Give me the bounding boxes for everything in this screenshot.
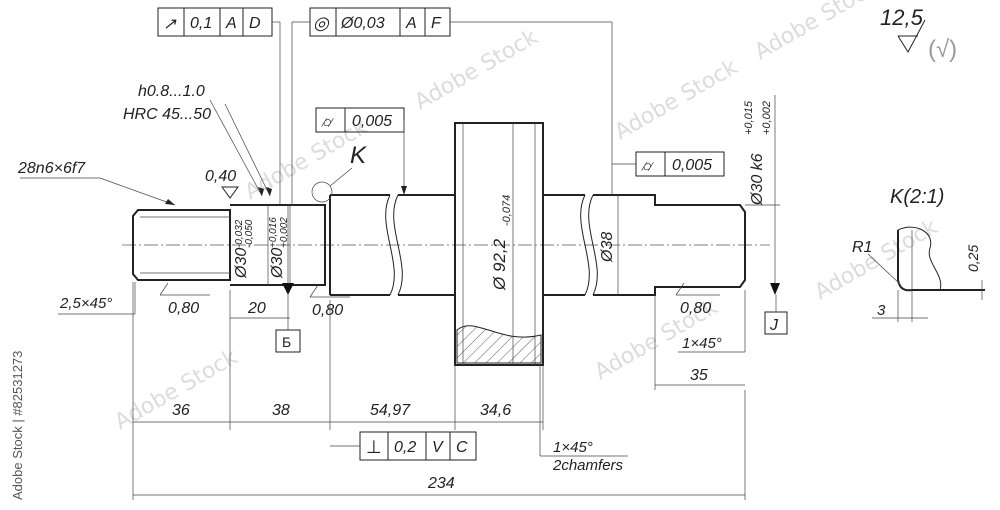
detail-radius-label: R1 [852,239,872,256]
gear-body [454,122,544,366]
detail-marker-label: K [350,142,367,169]
detail-title: K(2:1) [890,186,944,208]
dia-30b-tol-upper: +0,016 [268,217,279,248]
gear-section-hatch [456,325,542,364]
dia-30a-tol-lower: -0,050 [244,219,255,248]
dim-20-label: 20 [247,300,266,317]
dia-30k6-label: Ø30 k6 [749,153,766,206]
dia-922-tol: -0,074 [501,195,513,226]
concentricity-datum-a: A [405,15,417,32]
dia-30a-tol-upper: -0,032 [234,219,245,248]
dia-922-label: Ø 92,2 [490,238,509,291]
roughness-small: 0,40 [205,168,239,199]
cylindricity-left-value: 0,005 [352,113,392,130]
break-line-4 [588,194,598,296]
watermark-mark-6: Adobe Stock [811,215,943,306]
perpendicularity-datum-c: C [456,439,468,456]
detail-k-marker: K [311,142,367,203]
concentricity-datum-f: F [431,15,442,32]
concentricity-value: Ø0,03 [340,15,385,32]
perpendicularity-icon: ⊥ [366,437,382,457]
concentricity-frame: ◎ Ø0,03 A F [291,7,613,205]
watermark-side-text: Adobe Stock | #82531273 [10,351,25,500]
hardness-label: HRC 45...50 [123,106,211,123]
concentricity-icon: ◎ [313,13,330,33]
ra-left-label: 0,80 [168,300,199,317]
chamfer-bottom-callout: 1×45° 2chamfers [539,365,628,474]
detail-dim-025-label: 0,25 [965,245,981,272]
chain-dimensions: 36 38 54,97 34,6 234 [132,282,746,500]
ra-right-label: 0,80 [680,300,711,317]
datum-b: Б [275,295,301,353]
roughness-value: 12,5 [880,5,924,30]
shaft-mid-right [543,194,585,296]
hardness-depth-label: h0.8...1.0 [138,83,205,100]
roughness-symbol: 12,5 (√) [880,5,957,63]
shaft-outline [122,122,770,366]
spline-label: 28n6×6f7 [17,160,86,177]
bearing-journal-left [230,204,326,286]
spline-callout: 28n6×6f7 [17,160,176,206]
ra-callouts: 0,80 0,80 0,80 [159,282,720,319]
runout-value: 0,1 [190,15,212,32]
cylindricity-frame-left: ⌭ 0,005 [315,107,407,195]
roughness-small-value: 0,40 [205,168,236,185]
dim-20: 20 [230,300,290,319]
dia-38-label: Ø38 [599,232,616,263]
runout-frame: ↗ 0,1 A D [157,7,281,205]
dia-30-k6-callout: Ø30 k6 +0,015 +0,002 [743,95,780,295]
left-journal-diameters: Ø30 -0,032 -0,050 Ø30 +0,016 +0,002 [233,205,294,295]
cylindricity-right-icon: ⌭ [641,158,654,175]
body-diameters: Ø38 Ø 92,2 -0,074 [490,123,619,365]
dim-35-label: 35 [690,367,708,384]
ra-mid-label: 0,80 [312,302,343,319]
break-line-3 [580,194,590,296]
dim-36-label: 36 [172,402,190,419]
cylindricity-frame-right: ⌭ 0,005 [612,151,725,177]
datum-j-label: J [769,317,779,334]
shaft-mid-left [398,194,455,296]
perpendicularity-frame: ⊥ 0,2 V C [330,431,477,461]
dia-30a-label: Ø30 [233,248,250,279]
watermark-mark-3: Adobe Stock [411,25,543,116]
hardness-notes: h0.8...1.0 HRC 45...50 [123,83,272,197]
runout-datum-d: D [249,15,261,32]
cylindricity-left-icon: ⌭ [321,114,334,131]
datum-b-label: Б [282,334,291,350]
right-dims: 1×45° 35 [654,290,746,390]
cylindricity-right-value: 0,005 [672,157,712,174]
dia-30k6-tol-lower: +0,002 [761,101,773,135]
watermark-mark-2: Adobe Stock [611,55,743,146]
dia-30k6-tol-upper: +0,015 [743,100,755,135]
chamfers-note-label: 2chamfers [552,457,624,474]
chamfer-right-label: 1×45° [682,335,722,352]
dim-234-label: 234 [427,475,455,492]
dim-346-label: 34,6 [480,402,511,419]
perpendicularity-value: 0,2 [394,439,416,456]
detail-k-view: K(2:1) R1 3 0,25 [852,186,985,322]
chamfer-bottom-label: 1×45° [553,439,593,456]
roughness-check: (√) [928,36,957,63]
datum-j: J [764,295,788,335]
watermark-mark-1: Adobe Stock [751,0,883,65]
spline-section [132,209,231,281]
dia-30b-tol-lower: +0,002 [279,217,290,248]
chamfer-left-label: 2,5×45° [59,295,112,312]
runout-icon: ↗ [163,16,177,33]
watermark: Adobe Stock Adobe Stock Adobe Stock Adob… [10,0,942,500]
chamfer-left-callout: 2,5×45° [58,282,136,315]
dia-30b-label: Ø30 [269,248,286,279]
break-line-2 [393,194,403,296]
detail-dim-3-label: 3 [877,302,886,319]
runout-datum-a: A [225,15,237,32]
dim-5497-label: 54,97 [370,402,411,419]
watermark-mark-7: Adobe Stock [111,345,243,436]
break-line-1 [385,194,395,296]
shaft-right-end [593,194,746,296]
dim-38-label: 38 [272,402,290,419]
perpendicularity-datum-v: V [432,439,444,456]
